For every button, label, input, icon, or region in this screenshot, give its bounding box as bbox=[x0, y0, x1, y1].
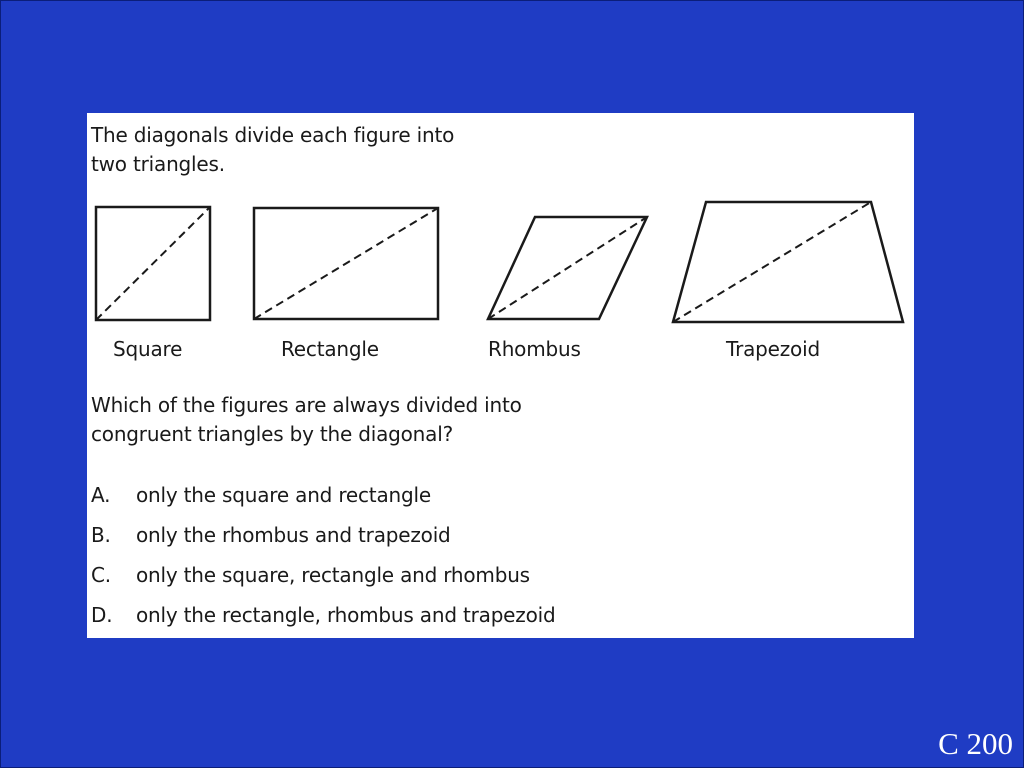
intro-line-1: The diagonals divide each figure into bbox=[91, 123, 455, 147]
intro-line-2: two triangles. bbox=[91, 152, 225, 176]
rhombus-diagonal bbox=[487, 216, 648, 320]
square-diagonal bbox=[95, 206, 211, 321]
rectangle-shape bbox=[252, 206, 440, 321]
question-panel: The diagonals divide each figure into tw… bbox=[87, 113, 914, 638]
option-a-letter: A. bbox=[91, 483, 111, 507]
option-c-letter: C. bbox=[91, 563, 111, 587]
trapezoid-diagonal bbox=[672, 201, 872, 323]
question-line-2: congruent triangles by the diagonal? bbox=[91, 422, 453, 446]
rectangle-label: Rectangle bbox=[281, 337, 379, 361]
question-line-1: Which of the figures are always divided … bbox=[91, 393, 522, 417]
shapes-figure bbox=[94, 200, 905, 324]
option-b-text: only the rhombus and trapezoid bbox=[136, 523, 451, 547]
option-d-letter: D. bbox=[91, 603, 113, 627]
option-b[interactable]: B. only the rhombus and trapezoid bbox=[91, 523, 451, 547]
option-c[interactable]: C. only the square, rectangle and rhombus bbox=[91, 563, 530, 587]
option-a[interactable]: A. only the square and rectangle bbox=[91, 483, 431, 507]
option-a-text: only the square and rectangle bbox=[136, 483, 431, 507]
slide-code: C 200 bbox=[938, 726, 1013, 761]
square-label: Square bbox=[113, 337, 183, 361]
question-text: Which of the figures are always divided … bbox=[91, 391, 522, 449]
rectangle-diagonal bbox=[253, 207, 439, 320]
intro-text: The diagonals divide each figure into tw… bbox=[91, 121, 454, 179]
option-d-text: only the rectangle, rhombus and trapezoi… bbox=[136, 603, 556, 627]
rhombus-label: Rhombus bbox=[488, 337, 581, 361]
square-shape bbox=[94, 205, 212, 322]
option-c-text: only the square, rectangle and rhombus bbox=[136, 563, 530, 587]
trapezoid-label: Trapezoid bbox=[726, 337, 820, 361]
option-d[interactable]: D. only the rectangle, rhombus and trapez… bbox=[91, 603, 556, 627]
trapezoid-shape bbox=[671, 200, 905, 324]
option-b-letter: B. bbox=[91, 523, 111, 547]
rhombus-shape bbox=[486, 215, 649, 321]
